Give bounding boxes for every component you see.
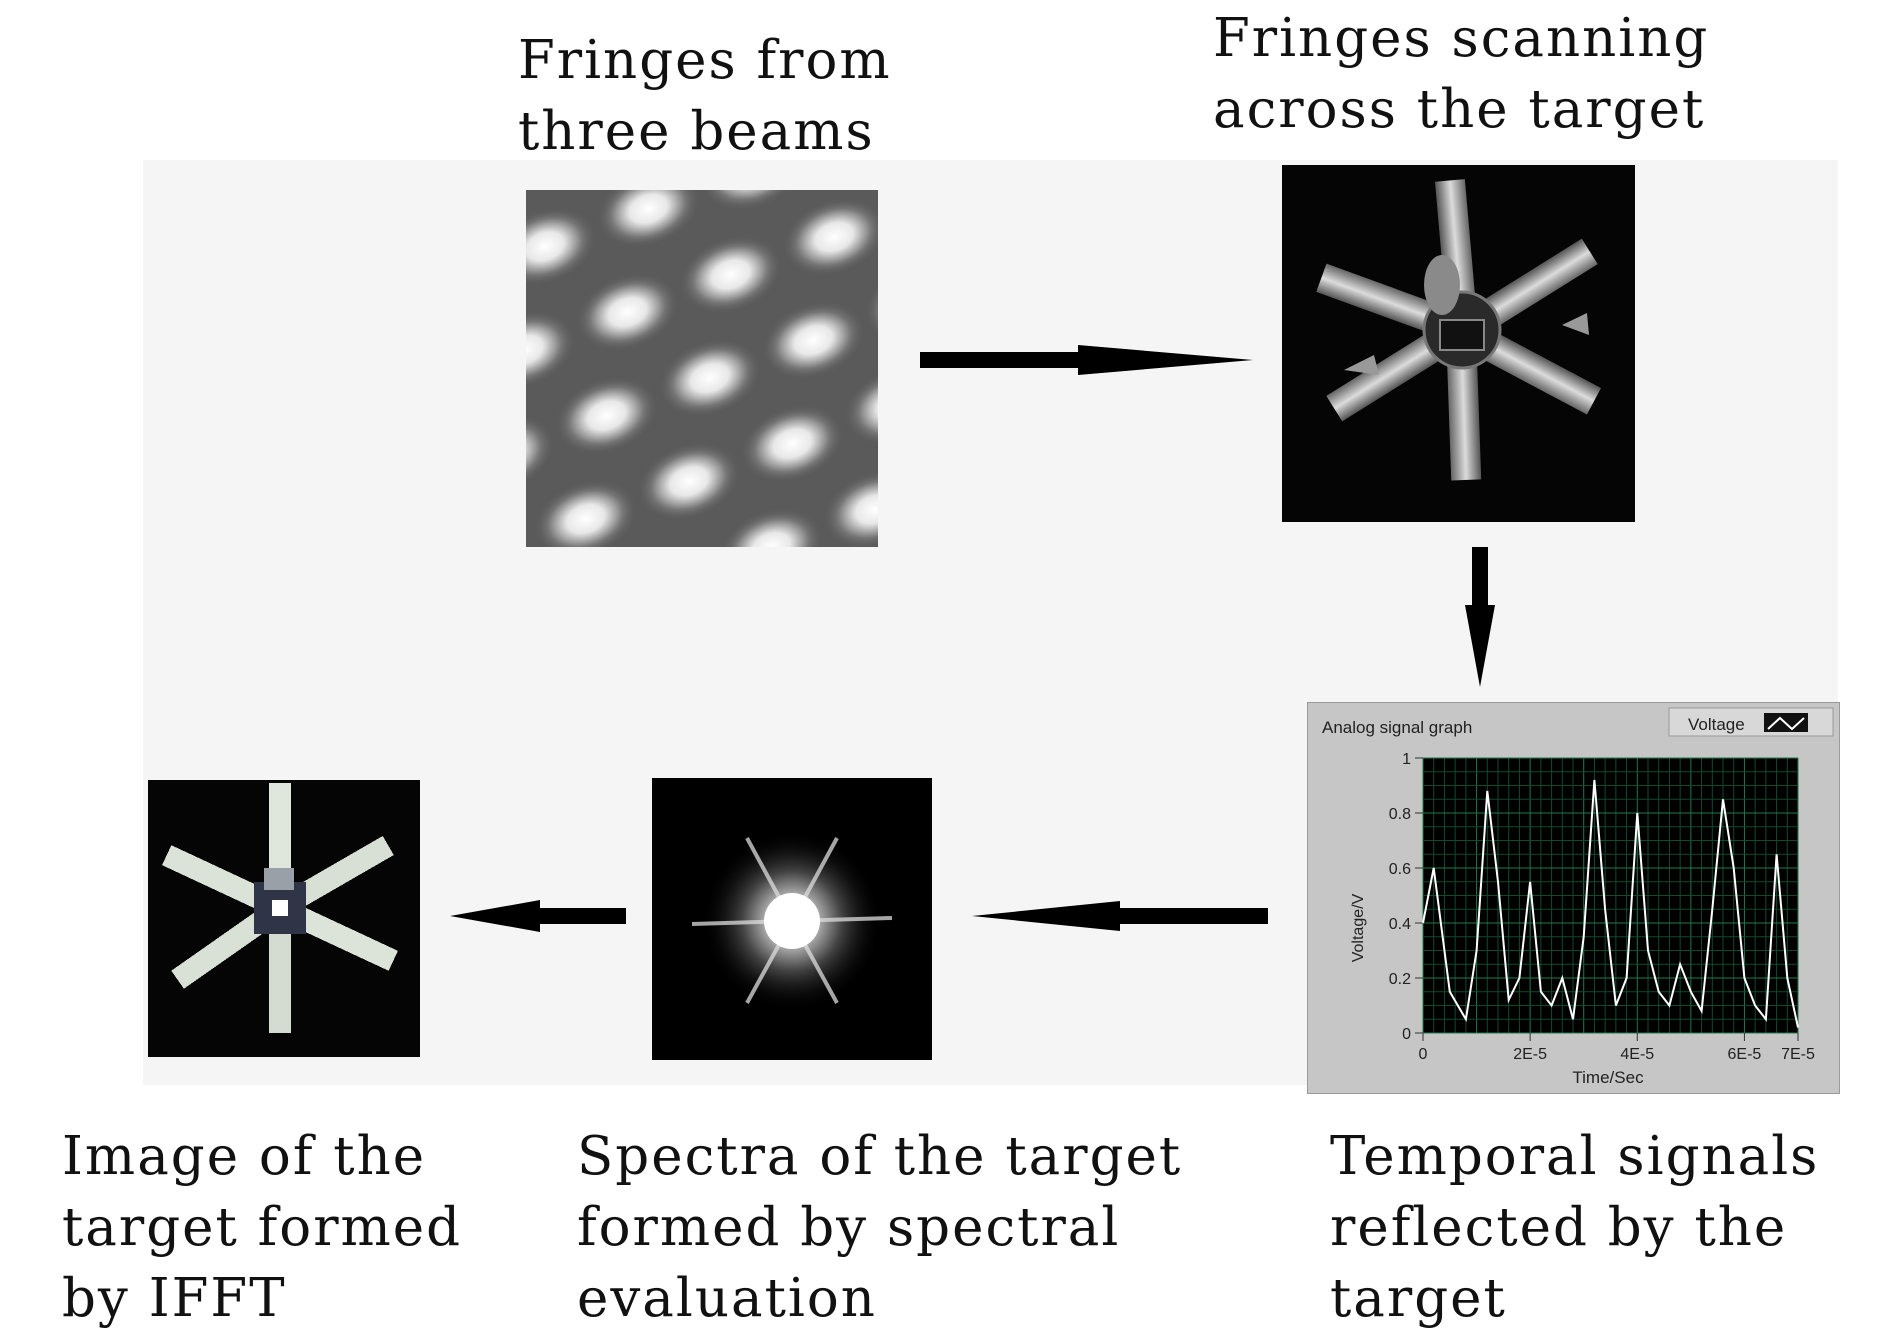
arrow-left-to-spectrum xyxy=(972,901,1268,931)
y-tick-label: 0 xyxy=(1402,1026,1411,1043)
x-tick-label: 0 xyxy=(1419,1046,1428,1063)
graph-title: Analog signal graph xyxy=(1322,718,1472,737)
analog-signal-graph-panel: Analog signal graph Voltage 0 0.2 0.4 0.6 0.… xyxy=(1307,702,1840,1094)
x-tick-label: 6E-5 xyxy=(1728,1046,1762,1063)
y-tick-label: 0.8 xyxy=(1389,806,1411,823)
y-axis-label: Voltage/V xyxy=(1350,893,1367,962)
legend-label: Voltage xyxy=(1688,715,1745,734)
x-axis-label: Time/Sec xyxy=(1572,1068,1644,1087)
x-tick-label: 4E-5 xyxy=(1620,1046,1654,1063)
x-tick-label: 7E-5 xyxy=(1781,1046,1815,1063)
satellite-fringe-scan-image xyxy=(1282,165,1635,522)
fringe-pattern-image xyxy=(526,190,878,547)
arrow-left-to-image xyxy=(450,900,626,932)
voltage-series-line xyxy=(1422,779,1799,1028)
y-tick-label: 1 xyxy=(1402,751,1411,768)
y-tick-label: 0.4 xyxy=(1389,916,1411,933)
x-tick-label: 2E-5 xyxy=(1513,1046,1547,1063)
y-tick-label: 0.2 xyxy=(1389,971,1411,988)
spectrum-image xyxy=(652,778,932,1060)
y-tick-label: 0.6 xyxy=(1389,861,1411,878)
arrow-down xyxy=(1465,547,1495,687)
reconstructed-target-image xyxy=(148,780,420,1057)
arrow-right xyxy=(920,345,1253,375)
